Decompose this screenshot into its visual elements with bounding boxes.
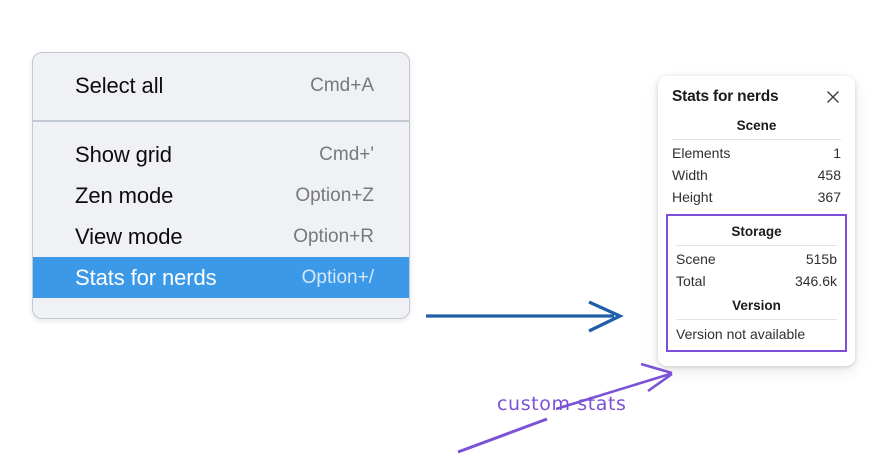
custom-stats-highlight-box: Storage Scene 515b Total 346.6k Version … [666,214,847,352]
annotation-label-custom-stats: custom stats [497,393,627,415]
menu-item-label: Select all [75,72,164,98]
section-heading: Version [732,298,781,313]
stat-value: 1 [833,145,841,161]
section-divider [676,245,837,246]
section-divider [672,139,841,140]
menu-group-secondary: Show grid Cmd+' Zen mode Option+Z View m… [33,122,409,318]
menu-item-label: View mode [75,223,183,249]
context-menu: Select all Cmd+A Show grid Cmd+' Zen mod… [32,52,410,319]
menu-item-stats-for-nerds[interactable]: Stats for nerds Option+/ [33,257,409,298]
stats-panel: Stats for nerds Scene Elements 1 Width 4… [658,76,855,366]
close-icon[interactable] [825,89,841,105]
stat-label: Height [672,189,713,205]
stat-row: Elements 1 [670,142,843,164]
stat-label: Scene [676,251,716,267]
menu-item-shortcut: Option+Z [295,184,374,206]
menu-item-shortcut: Cmd+' [319,143,374,165]
menu-item-show-grid[interactable]: Show grid Cmd+' [33,134,409,175]
stats-panel-title: Stats for nerds [672,88,779,105]
stat-label: Elements [672,145,731,161]
purple-arrow-icon [555,362,673,411]
stats-panel-header: Stats for nerds [670,86,843,112]
menu-item-zen-mode[interactable]: Zen mode Option+Z [33,175,409,216]
menu-item-label: Stats for nerds [75,264,217,290]
section-heading: Scene [736,118,777,133]
stat-label: Total [676,273,706,289]
stats-section-version: Version Version not available [674,292,839,342]
menu-item-view-mode[interactable]: View mode Option+R [33,216,409,257]
menu-item-label: Show grid [75,141,172,167]
stats-section-storage: Storage Scene 515b Total 346.6k [674,218,839,292]
stat-label: Width [672,167,708,183]
version-value: Version not available [676,326,806,342]
stat-row: Width 458 [670,164,843,186]
menu-item-shortcut: Option+/ [301,266,374,288]
stat-value: 367 [817,189,841,205]
stat-value: 346.6k [794,273,837,289]
stat-value: 458 [817,167,841,183]
purple-underline-stroke [457,417,548,454]
menu-item-shortcut: Option+R [293,225,374,247]
stat-row: Scene 515b [674,248,839,270]
menu-group-primary: Select all Cmd+A [33,53,409,122]
section-divider [676,319,837,320]
stat-value: 515b [805,251,837,267]
menu-bottom-spacer [33,298,409,318]
section-heading: Storage [731,224,782,239]
menu-item-select-all[interactable]: Select all Cmd+A [33,65,409,106]
stats-section-scene: Scene Elements 1 Width 458 Height 367 [670,112,843,208]
menu-item-label: Zen mode [75,182,174,208]
menu-item-shortcut: Cmd+A [310,74,374,96]
stat-row: Height 367 [670,186,843,208]
blue-arrow-icon [426,300,624,333]
stat-row: Total 346.6k [674,270,839,292]
